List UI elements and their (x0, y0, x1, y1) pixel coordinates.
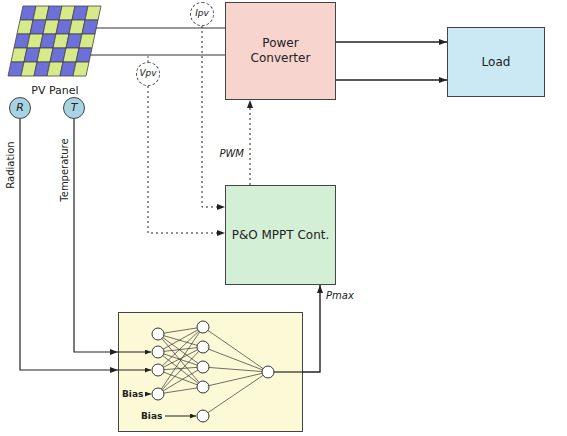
connector-line (202, 26, 225, 207)
connector (148, 86, 225, 233)
input-line (145, 394, 151, 395)
synapse-line (158, 347, 203, 394)
pv-cell (73, 62, 89, 76)
signal-label: PWM (219, 148, 244, 159)
neuron (152, 328, 164, 340)
node-label: Load (477, 55, 516, 70)
mppt-controller-box: P&O MPPT Cont. (225, 185, 336, 285)
neuron (197, 381, 209, 393)
synapse-line (158, 352, 203, 387)
bias-label: Bias (141, 411, 162, 422)
synapse-line (158, 327, 203, 394)
pv-cell (79, 34, 95, 48)
neuron (152, 364, 164, 376)
output-line (274, 371, 303, 372)
connector-line (336, 79, 447, 80)
neuron (197, 410, 209, 422)
neuron (197, 321, 209, 333)
node-label: Vpv (139, 68, 156, 79)
neural-network-box: BiasBias (118, 312, 303, 432)
neuron (197, 341, 209, 353)
pv-panel-symbol (8, 6, 101, 76)
connector (250, 100, 251, 185)
signal-label: Pmax (326, 290, 354, 301)
connector (202, 26, 225, 207)
bias-label: Bias (122, 389, 143, 400)
pv-wire (88, 27, 225, 28)
node-label: Ipv (195, 8, 209, 19)
connector (303, 285, 320, 372)
voltage-sensor: Vpv (136, 62, 160, 86)
input-line (118, 370, 151, 371)
pv-cell (76, 48, 92, 62)
pv-cell (85, 6, 101, 20)
synapse-line (158, 387, 203, 394)
synapse-line (203, 372, 268, 387)
synapse-line (158, 327, 203, 370)
connector (336, 42, 447, 80)
synapse-line (203, 372, 268, 416)
connector-line (74, 119, 118, 352)
connector-line (250, 100, 251, 185)
connector (74, 119, 118, 352)
synapse-line (158, 347, 203, 370)
synapse-line (158, 367, 203, 370)
node-label: R (16, 101, 24, 115)
node-label: P&O MPPT Cont. (227, 228, 335, 243)
load-box: Load (447, 27, 545, 97)
neuron (197, 361, 209, 373)
synapse-line (158, 347, 203, 352)
connector-line (303, 285, 320, 372)
neuron (152, 346, 164, 358)
synapse-line (158, 334, 203, 347)
connector-line (336, 41, 447, 42)
neuron (262, 366, 274, 378)
connector-line (20, 119, 118, 370)
connector-line (148, 86, 225, 233)
synapse-line (158, 367, 203, 394)
synapse-line (203, 367, 268, 372)
node-label: Power Converter (226, 36, 335, 66)
converter-box: Power Converter (225, 2, 336, 100)
radiation-sensor: R (9, 97, 31, 119)
signal-name: Temperature (59, 138, 70, 201)
input-line (165, 416, 196, 417)
pv-wire (84, 54, 225, 55)
temperature-sensor: T (63, 97, 85, 119)
synapse-line (203, 347, 268, 372)
input-line (118, 352, 151, 353)
current-sensor: Ipv (190, 2, 214, 26)
neuron (152, 388, 164, 400)
connector (20, 119, 118, 370)
node-label: T (71, 101, 78, 115)
panel-label: PV Panel (31, 84, 78, 97)
signal-name: Radiation (5, 141, 16, 188)
synapse-line (203, 327, 268, 372)
pv-cell (82, 20, 98, 34)
